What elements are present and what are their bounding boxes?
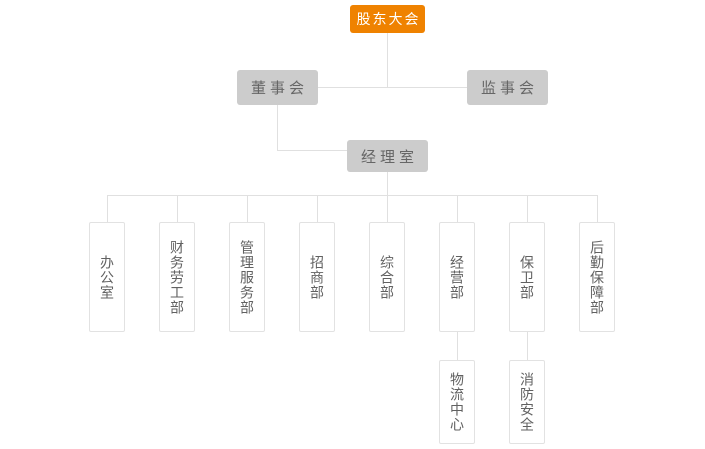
connector-board-to-manager — [277, 150, 347, 151]
connector-root-down — [387, 33, 388, 87]
node-label: 董事会 — [250, 80, 308, 97]
node-logistics-center[interactable]: 物流中心 — [439, 360, 475, 444]
node-label: 经理室 — [360, 148, 418, 166]
node-shareholders-meeting[interactable]: 股东大会 — [350, 5, 425, 33]
connector-stub-office — [107, 195, 108, 222]
connector-manager-down — [387, 172, 388, 195]
node-dept-investment[interactable]: 招商部 — [299, 222, 335, 332]
node-fire-safety[interactable]: 消防安全 — [509, 360, 545, 444]
node-supervisory-board[interactable]: 监事会 — [467, 70, 548, 105]
node-dept-security[interactable]: 保卫部 — [509, 222, 545, 332]
connector-stub-finance-labor — [177, 195, 178, 222]
connector-stub-management-service — [247, 195, 248, 222]
node-label: 保卫部 — [519, 254, 535, 300]
node-label: 股东大会 — [356, 11, 421, 27]
connector-operations-to-logistics-center — [457, 332, 458, 360]
connector-stub-general — [387, 195, 388, 222]
node-manager-office[interactable]: 经理室 — [347, 140, 428, 172]
node-label: 办公室 — [99, 254, 115, 300]
node-dept-general[interactable]: 综合部 — [369, 222, 405, 332]
node-board-of-directors[interactable]: 董事会 — [237, 70, 318, 105]
node-label: 监事会 — [480, 80, 538, 97]
node-label: 消防安全 — [519, 372, 535, 432]
connector-board-down — [277, 105, 278, 150]
node-label: 综合部 — [379, 254, 395, 300]
connector-stub-operations — [457, 195, 458, 222]
node-dept-logistics-support[interactable]: 后勤保障部 — [579, 222, 615, 332]
node-dept-office[interactable]: 办公室 — [89, 222, 125, 332]
connector-board-supervisory — [318, 87, 467, 88]
node-label: 管理服务部 — [239, 239, 255, 315]
connector-security-to-fire-safety — [527, 332, 528, 360]
connector-stub-investment — [317, 195, 318, 222]
node-dept-management-service[interactable]: 管理服务部 — [229, 222, 265, 332]
connector-departments-bus — [107, 195, 597, 196]
node-label: 物流中心 — [449, 372, 465, 432]
node-label: 经营部 — [449, 254, 465, 300]
node-label: 招商部 — [309, 254, 325, 300]
node-label: 后勤保障部 — [589, 239, 605, 315]
node-label: 财务劳工部 — [169, 239, 185, 315]
node-dept-operations[interactable]: 经营部 — [439, 222, 475, 332]
node-dept-finance-labor[interactable]: 财务劳工部 — [159, 222, 195, 332]
connector-stub-logistics-support — [597, 195, 598, 222]
connector-stub-security — [527, 195, 528, 222]
